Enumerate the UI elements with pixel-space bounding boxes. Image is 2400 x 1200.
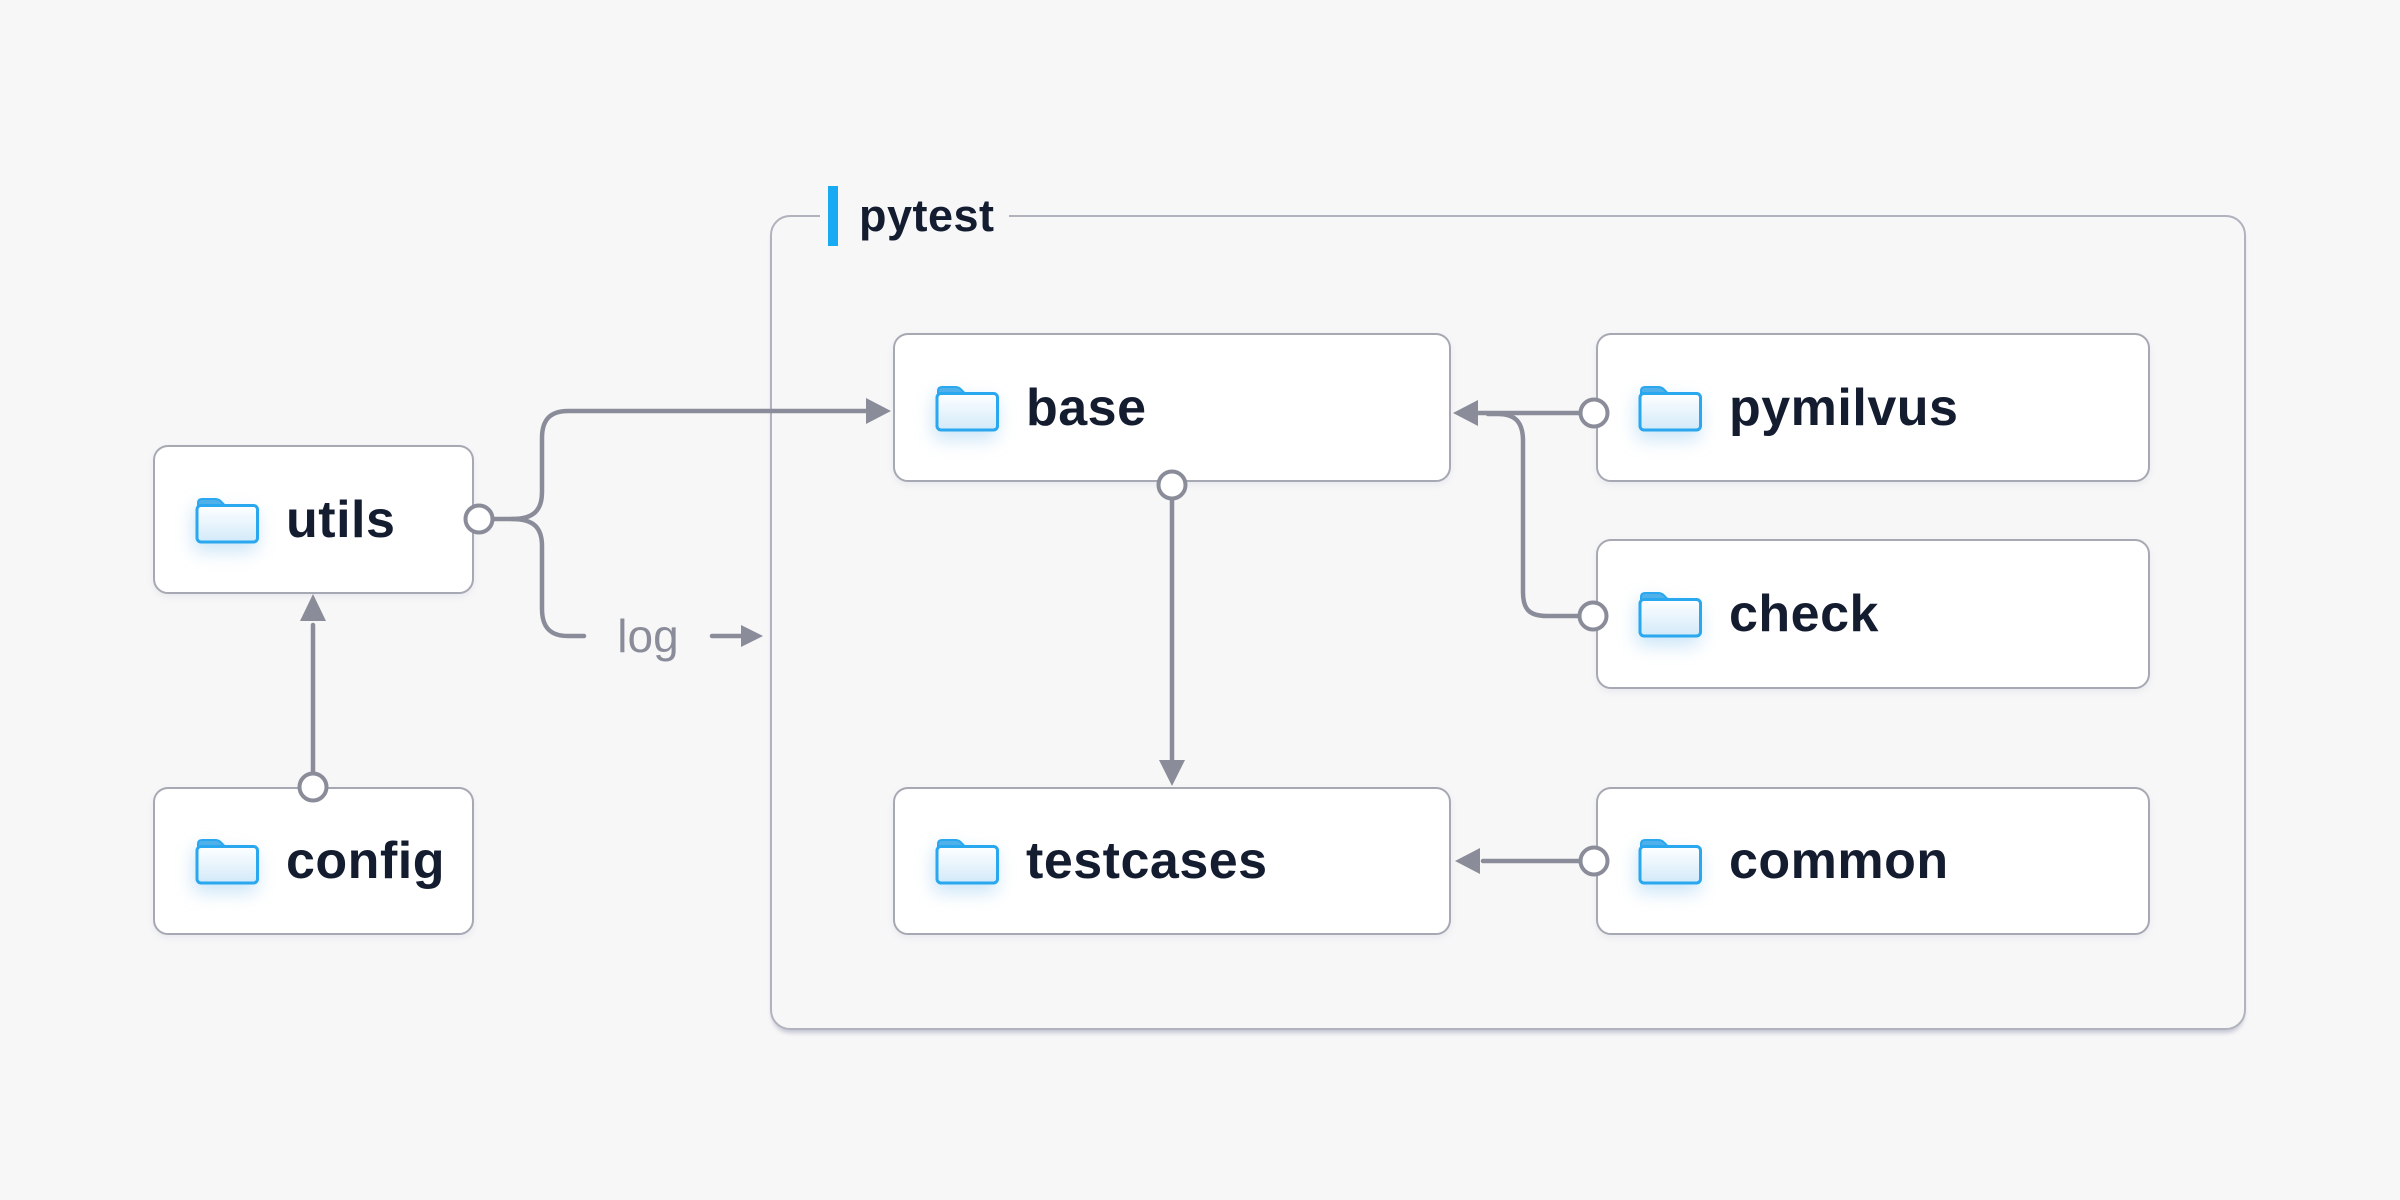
folder-node-label: utils — [286, 490, 396, 549]
folder-icon — [1638, 590, 1702, 638]
edge-config-utils — [300, 594, 326, 777]
folder-node-label: testcases — [1026, 832, 1268, 890]
folder-node-check: check — [1596, 539, 2150, 689]
folder-icon — [195, 496, 259, 544]
log-label: log — [617, 610, 678, 662]
folder-node-label: base — [1026, 378, 1147, 437]
folder-node-base: base — [893, 333, 1451, 482]
accent-bar — [828, 186, 838, 246]
pytest-group-label-text: pytest — [859, 190, 995, 241]
folder-icon — [935, 384, 999, 432]
arrowhead-up — [300, 594, 326, 621]
folder-node-pymilvus: pymilvus — [1596, 333, 2150, 482]
folder-icon — [935, 837, 999, 885]
folder-node-label: config — [286, 832, 445, 890]
edge-utils-log: log — [509, 516, 763, 662]
folder-icon — [1638, 837, 1702, 885]
folder-icon — [195, 837, 259, 885]
arrowhead-right-small — [741, 625, 763, 647]
folder-node-testcases: testcases — [893, 787, 1451, 935]
folder-node-common: common — [1596, 787, 2150, 935]
folder-node-label: common — [1729, 832, 1949, 890]
folder-node-label: pymilvus — [1729, 378, 1959, 437]
folder-node-utils: utils — [153, 445, 474, 594]
folder-node-config: config — [153, 787, 474, 935]
folder-node-label: check — [1729, 585, 1879, 643]
folder-icon — [1638, 384, 1702, 432]
pytest-group-label: pytest — [820, 185, 1009, 247]
pytest-group-container — [770, 215, 2246, 1030]
